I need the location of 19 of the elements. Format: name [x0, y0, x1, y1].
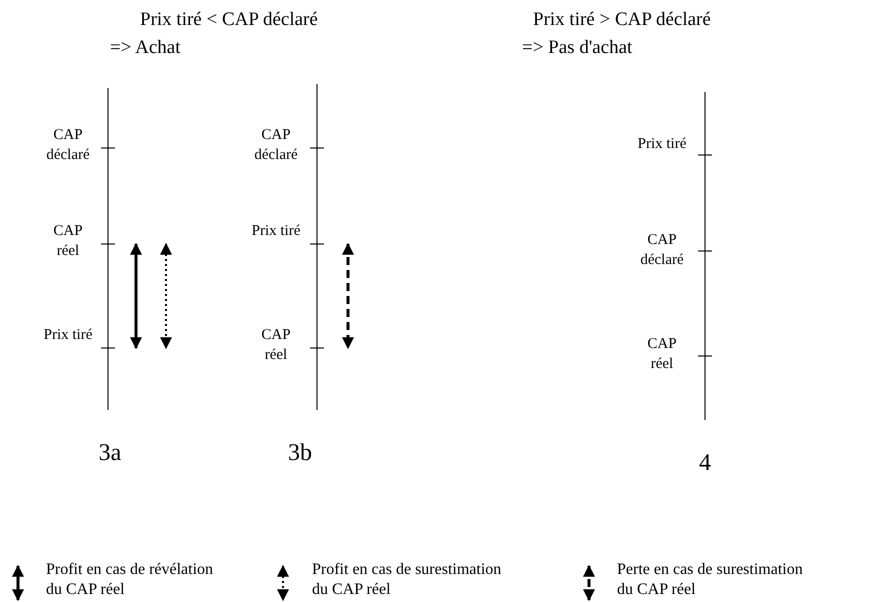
- tick-label: Prix tiré: [42, 326, 94, 345]
- heading: Prix tiré < CAP déclaré: [140, 8, 319, 32]
- tick-label: Prix tiré: [636, 135, 688, 154]
- tick-label: CAP réel: [646, 335, 678, 374]
- legend-text: Profit en cas de surestimation du CAP réel: [312, 560, 502, 600]
- legend-text: Perte en cas de surestimation du CAP réel: [617, 560, 804, 600]
- tick-label: CAP réel: [52, 222, 84, 260]
- panel-number: 3a: [98, 439, 122, 468]
- panel-number: 3b: [287, 439, 313, 468]
- tick-label: CAP déclaré: [253, 126, 299, 164]
- legend-text: Profit en cas de révélation du CAP réel: [46, 560, 214, 600]
- heading: => Pas d'achat: [522, 36, 634, 60]
- tick-label: Prix tiré: [250, 222, 302, 241]
- heading: Prix tiré > CAP déclaré: [533, 8, 712, 32]
- heading: => Achat: [110, 36, 182, 60]
- tick-label: CAP déclaré: [45, 126, 91, 164]
- tick-label: CAP réel: [260, 326, 292, 364]
- tick-label: CAP déclaré: [639, 231, 685, 270]
- panel-number: 4: [698, 449, 712, 478]
